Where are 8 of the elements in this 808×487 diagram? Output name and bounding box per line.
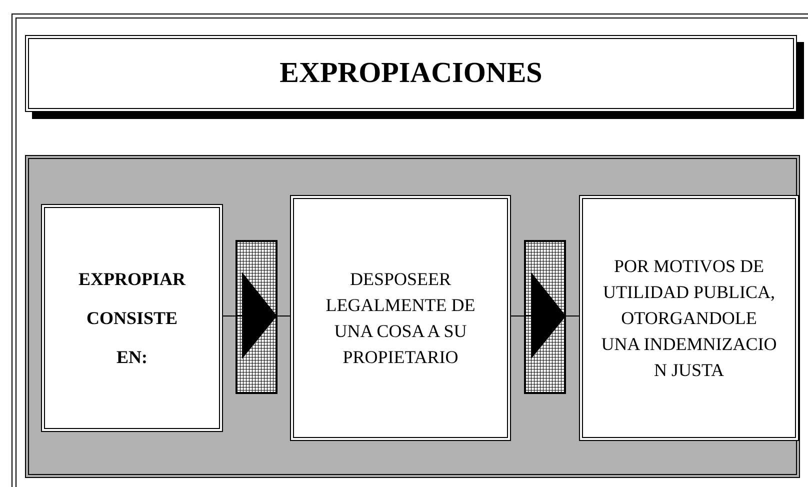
text-box [579, 195, 799, 441]
title: EXPROPIACIONES [280, 57, 542, 90]
box-text: POR MOTIVOS DE UTILIDAD PUBLICA, OTORGANDOLE UNA INDEMNIZACIO N JUSTA [601, 256, 777, 380]
text-box [41, 204, 223, 432]
panel [25, 155, 800, 478]
box-text: EXPROPIAR CONSISTE EN: [78, 268, 186, 366]
box-text: DESPOSEER LEGALMENTE DE UNA COSA A SU PROPIETARIO [326, 269, 476, 367]
text-box [290, 195, 511, 441]
